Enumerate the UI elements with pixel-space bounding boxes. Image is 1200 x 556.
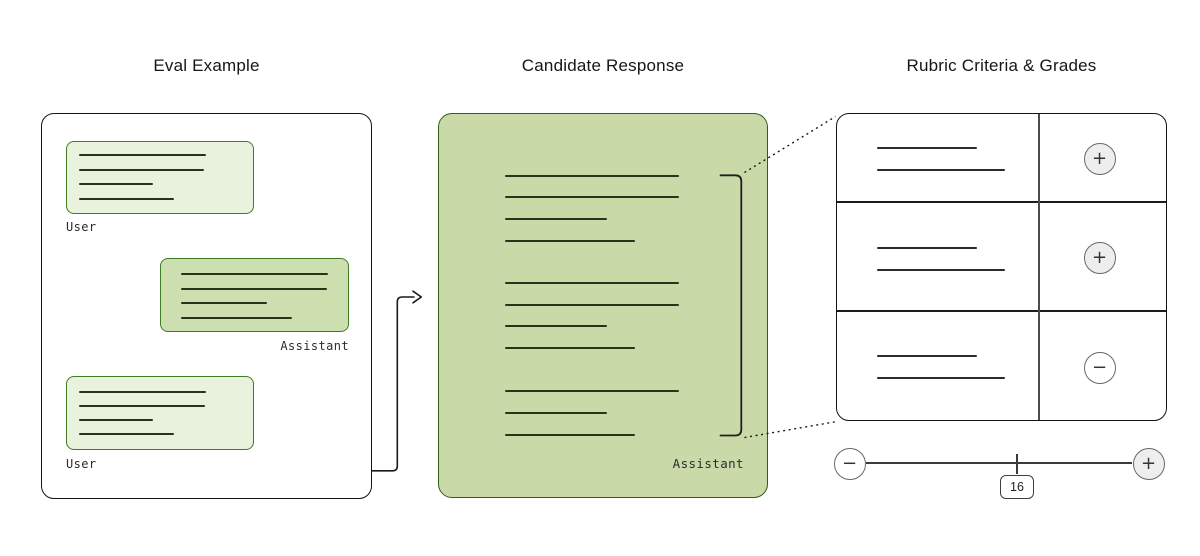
text-line (79, 390, 206, 393)
score-increase-button[interactable]: + (1132, 447, 1165, 480)
text-line (181, 317, 292, 319)
candidate-author-label: Assistant (672, 456, 744, 471)
score-value-badge: 16 (1000, 474, 1034, 499)
user-message-bubble (66, 141, 254, 214)
criterion-text-line (877, 376, 1005, 379)
eval-example-title: Eval Example (153, 56, 260, 75)
column-divider (1038, 114, 1040, 420)
slider-tick[interactable] (1016, 453, 1018, 474)
text-line (79, 154, 206, 156)
slider-track (866, 462, 1132, 464)
grade-plus-button[interactable]: + (1083, 142, 1116, 175)
text-line (505, 389, 679, 392)
text-line (79, 183, 153, 185)
text-line (505, 218, 607, 220)
text-line (181, 273, 328, 275)
grade-plus-button[interactable]: + (1083, 241, 1116, 274)
rubric-table: + + − (836, 113, 1167, 421)
assistant-message-bubble (160, 258, 349, 332)
criterion-text-line (877, 354, 977, 357)
text-line (505, 411, 607, 414)
criterion-text-line (877, 169, 1005, 171)
text-line (505, 324, 607, 327)
text-line (505, 196, 679, 198)
grade-minus-button[interactable]: − (1083, 351, 1116, 384)
text-line (505, 433, 635, 436)
criterion-text-line (877, 246, 977, 249)
text-line (505, 175, 679, 177)
score-decrease-button[interactable]: − (833, 447, 866, 480)
text-line (505, 239, 635, 242)
user-message-bubble (66, 376, 254, 450)
text-line (505, 303, 679, 306)
candidate-response-title: Candidate Response (521, 56, 685, 75)
assistant-role-label: Assistant (280, 339, 349, 353)
text-line (79, 419, 153, 421)
text-line (79, 197, 174, 200)
text-line (79, 404, 205, 407)
rubric-title: Rubric Criteria & Grades (906, 56, 1097, 75)
text-line (505, 347, 635, 349)
text-line (79, 433, 174, 435)
criterion-text-line (877, 268, 1005, 271)
text-line (181, 287, 327, 290)
user-role-label: User (66, 457, 97, 471)
criterion-text-line (877, 147, 977, 149)
text-line (505, 282, 679, 284)
row-divider (837, 310, 1166, 312)
user-role-label: User (66, 220, 97, 234)
text-line (79, 168, 204, 171)
text-line (181, 302, 267, 304)
row-divider (837, 201, 1166, 203)
